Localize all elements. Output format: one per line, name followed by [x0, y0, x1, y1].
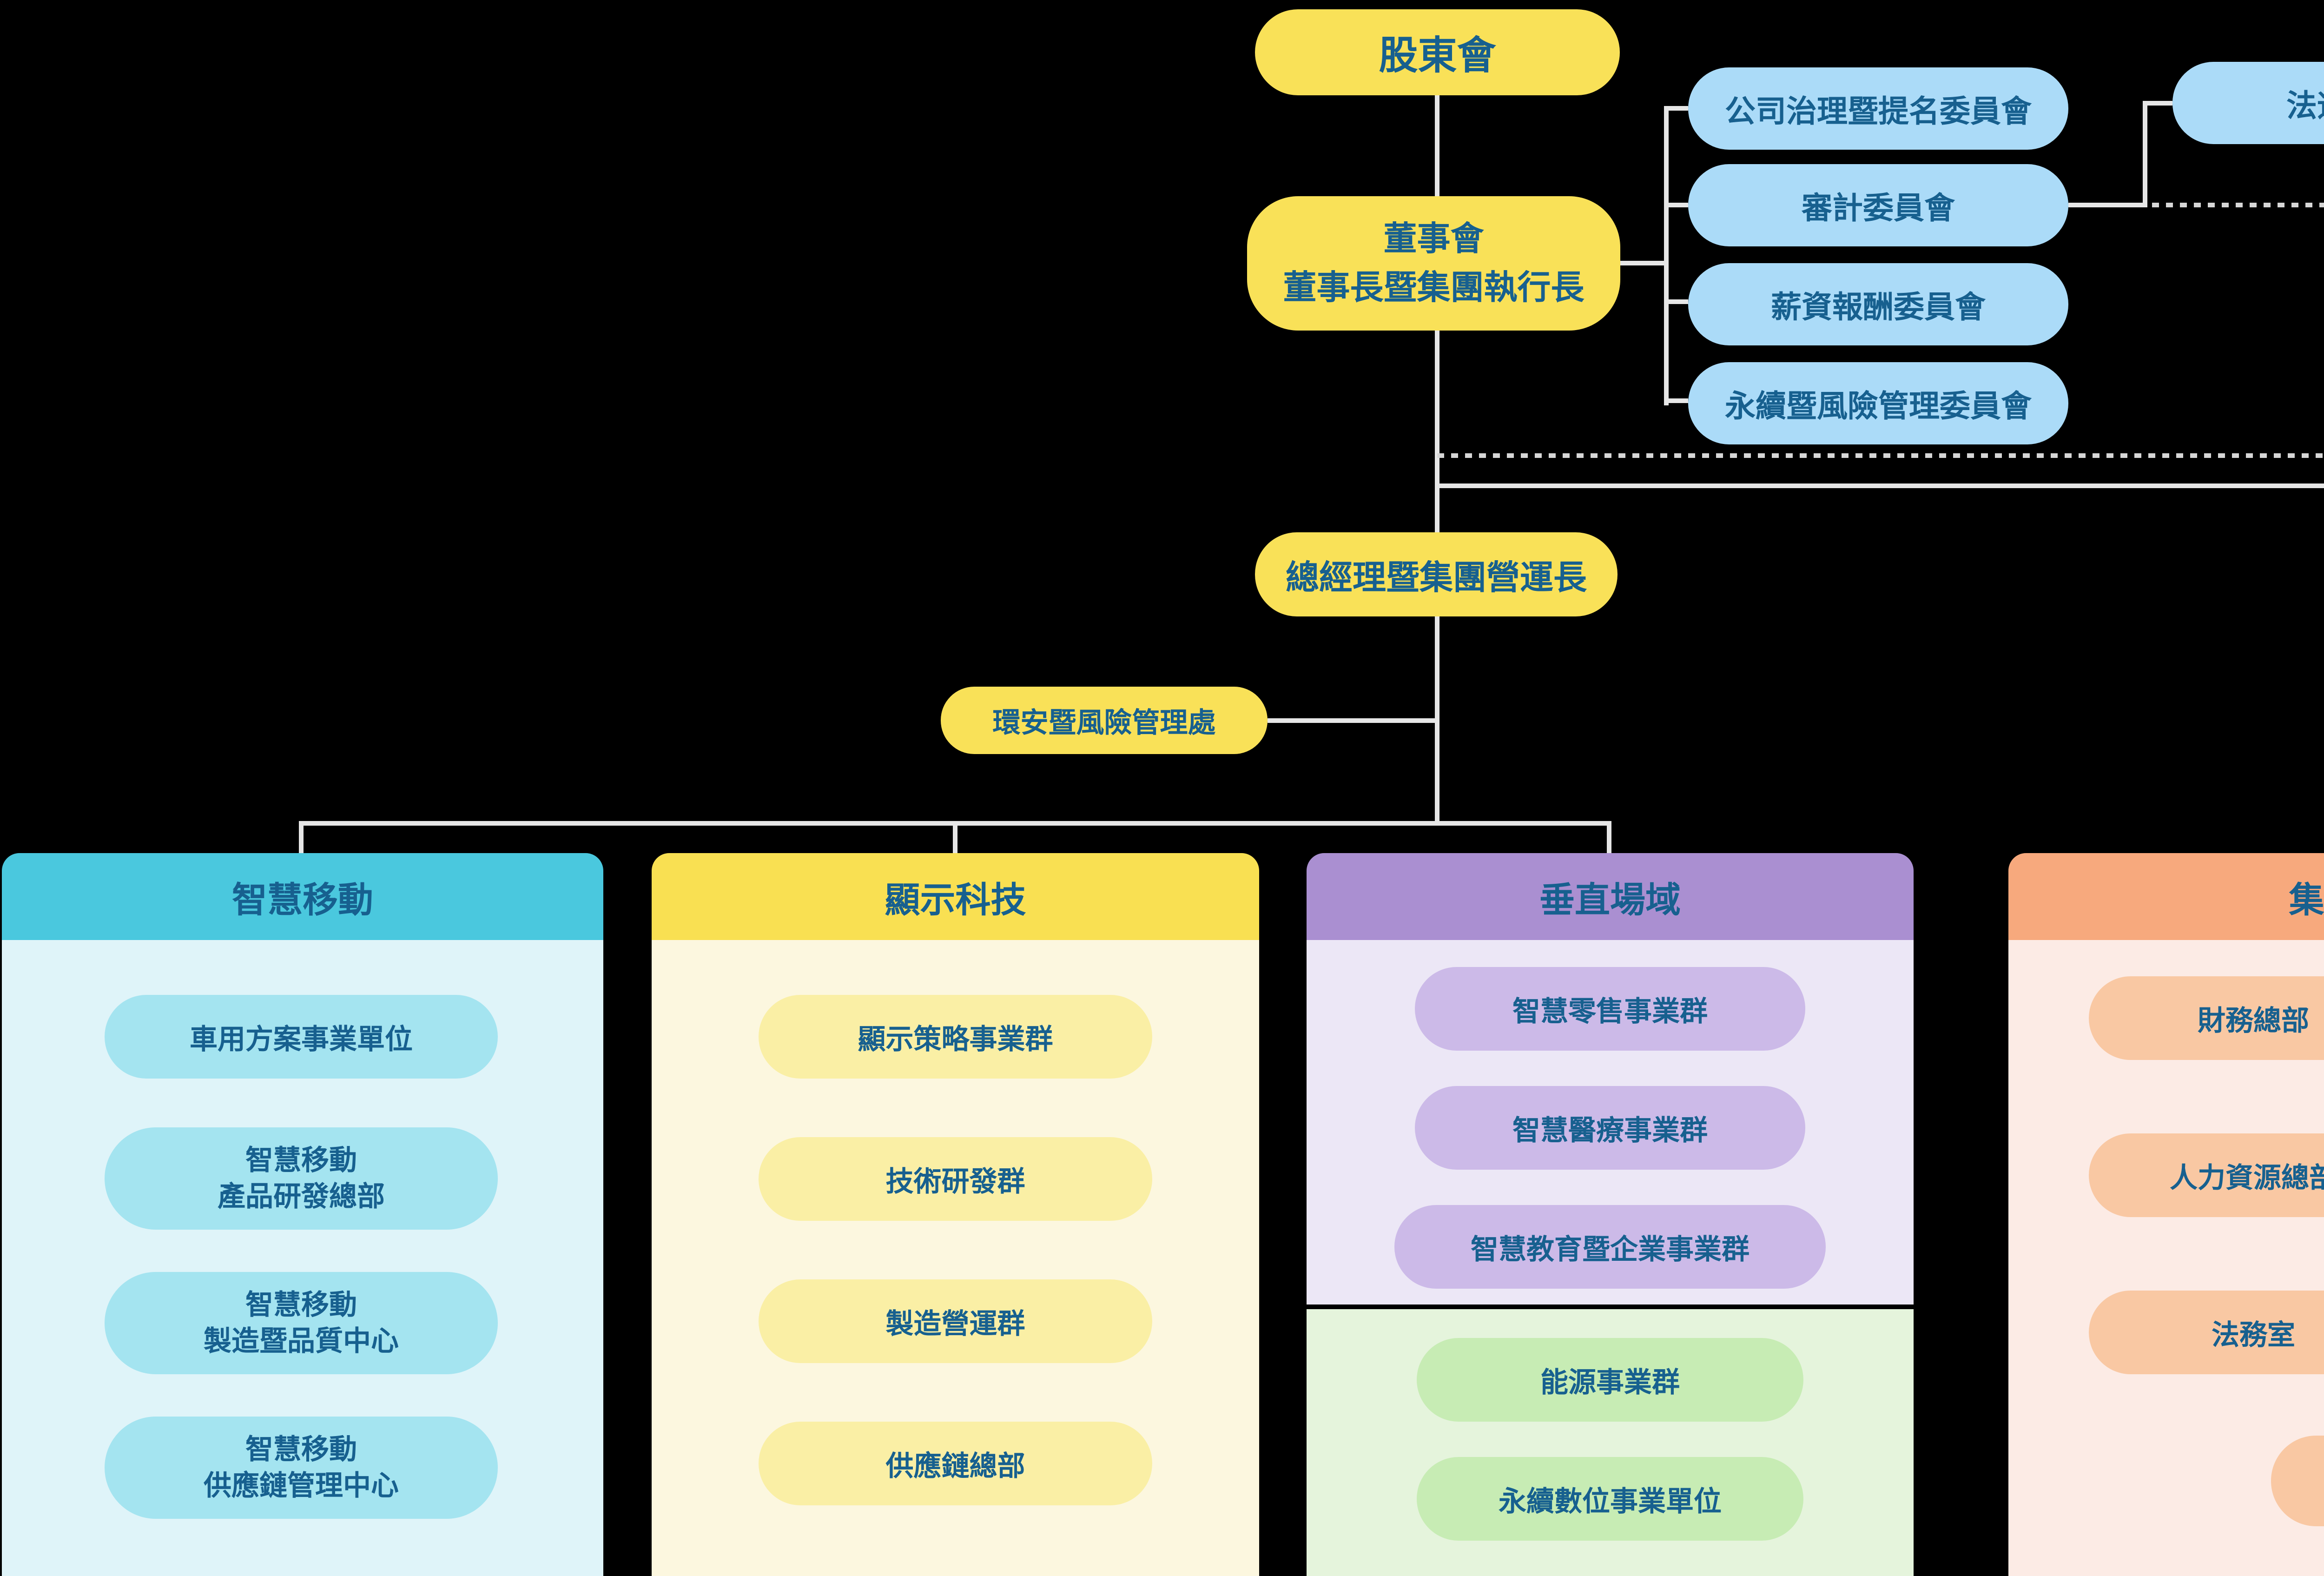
node-sm-supplychain: 智慧移動 供應鏈管理中心	[105, 1417, 498, 1519]
card-smart-mobility-title: 智慧移動	[2, 853, 603, 940]
node-legal-office: 法務室	[2089, 1291, 2324, 1374]
node-finance-hq: 財務總部	[2089, 976, 2324, 1060]
line-legal-stub	[2143, 101, 2172, 106]
node-president: 總經理暨集團營運長	[1255, 532, 1618, 616]
line-ehs	[1268, 718, 1435, 723]
line-to-card4-h	[1435, 483, 2324, 488]
line-branch-card2	[953, 821, 957, 853]
node-sustainable-digital: 永續數位事業單位	[1417, 1457, 1803, 1541]
node-hr-hq: 人力資源總部	[2089, 1133, 2324, 1217]
node-smart-education: 智慧教育暨企業事業群	[1394, 1205, 1826, 1289]
node-automotive-bu: 車用方案事業單位	[105, 995, 498, 1079]
card-display-tech: 顯示科技 顯示策略事業群 技術研發群 製造營運群 供應鏈總部	[652, 853, 1259, 1576]
node-supplychain-hq: 供應鏈總部	[759, 1422, 1152, 1505]
line-board-president	[1435, 331, 1439, 532]
card-group-support: 集團營運支援單位 財務總部 人力資源總部 法務室 數位技術發展總部 永續發展總部…	[2008, 853, 2324, 1576]
line-bracket-c2	[1664, 203, 1688, 207]
node-committee-audit: 審計委員會	[1688, 164, 2068, 246]
node-committee-compensation: 薪資報酬委員會	[1688, 263, 2068, 345]
node-sm-mfg-quality: 智慧移動 製造暨品質中心	[105, 1272, 498, 1374]
line-bracket-vertical	[1664, 106, 1669, 405]
line-bracket-c4	[1664, 398, 1688, 403]
card-group-support-title: 集團營運支援單位	[2008, 853, 2324, 940]
node-shareholders: 股東會	[1255, 9, 1620, 95]
line-branch-card1	[299, 821, 304, 853]
card-vertical-domains-title: 垂直場域	[1307, 853, 1914, 940]
node-energy-bg: 能源事業群	[1417, 1338, 1803, 1422]
line-audit-legal-h	[2068, 203, 2147, 207]
dotted-legal-bottom	[1437, 453, 2324, 458]
node-committee-governance: 公司治理暨提名委員會	[1688, 67, 2068, 150]
line-shareholders-board	[1435, 95, 1439, 196]
node-smart-retail: 智慧零售事業群	[1415, 967, 1805, 1051]
node-committee-sustainability: 永續暨風險管理委員會	[1688, 362, 2068, 444]
node-mfg-ops: 製造營運群	[759, 1279, 1152, 1363]
card-display-tech-title: 顯示科技	[652, 853, 1259, 940]
card-vertical-domains: 垂直場域 智慧零售事業群 智慧醫療事業群 智慧教育暨企業事業群 能源事業群 永續…	[1307, 853, 1914, 1576]
node-sm-product-rd: 智慧移動 產品研發總部	[105, 1127, 498, 1230]
line-branch-card3	[1607, 821, 1611, 853]
line-bracket-c1	[1664, 106, 1688, 111]
dotted-audit-to-edge	[2068, 203, 2324, 207]
line-president-branch	[1435, 616, 1439, 823]
line-audit-legal-v	[2143, 101, 2147, 207]
node-ehs: 環安暨風險管理處	[941, 687, 1268, 754]
node-smart-medical: 智慧醫療事業群	[1415, 1086, 1805, 1170]
line-bracket-c3	[1664, 299, 1688, 304]
node-display-strategy: 顯示策略事業群	[759, 995, 1152, 1079]
card-smart-mobility: 智慧移動 車用方案事業單位 智慧移動 產品研發總部 智慧移動 製造暨品質中心 智…	[2, 853, 603, 1576]
node-legal-counsel: 法遵總顧問	[2172, 62, 2324, 144]
node-board: 董事會 董事長暨集團執行長	[1247, 196, 1620, 331]
node-tech-rd: 技術研發群	[759, 1137, 1152, 1221]
line-board-bracket	[1620, 261, 1669, 265]
